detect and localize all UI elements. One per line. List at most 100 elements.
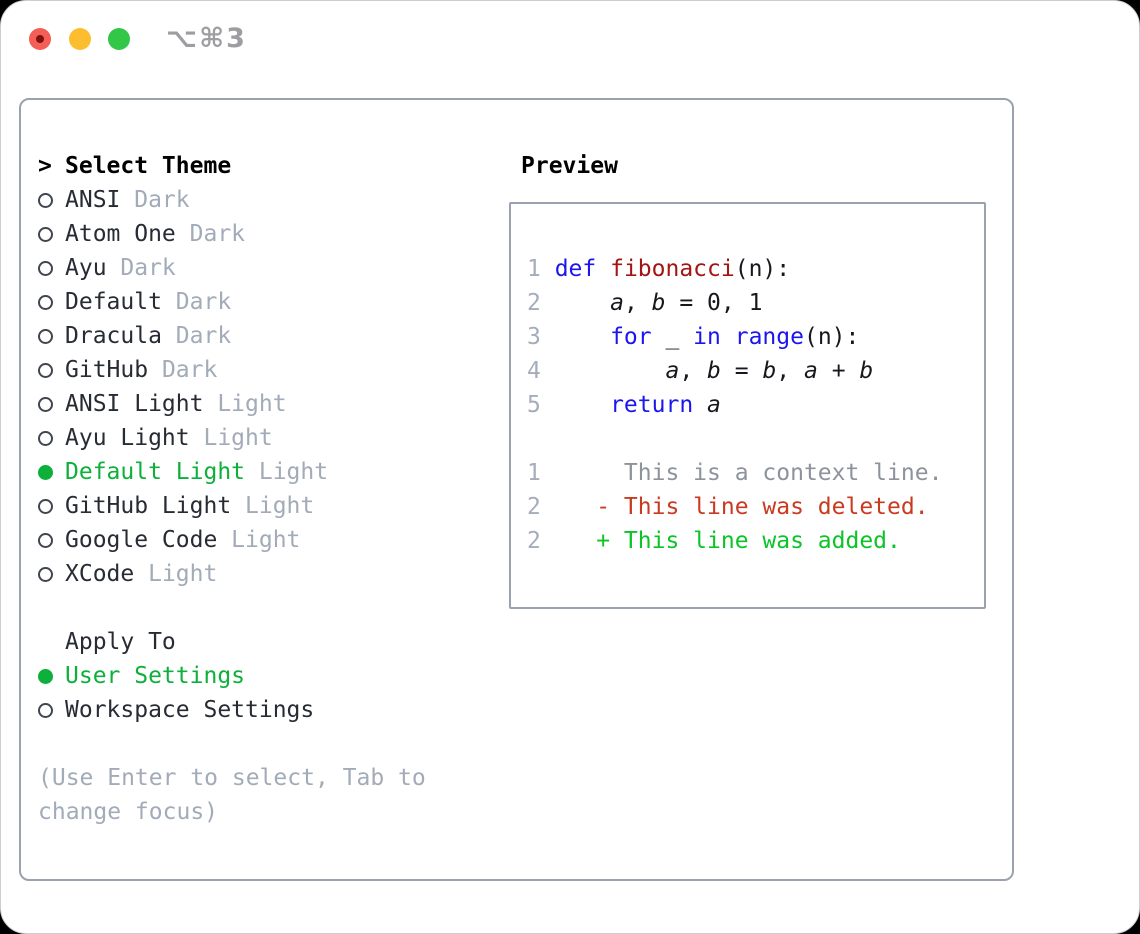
theme-variant: Dark: [189, 221, 246, 247]
theme-variant: Light: [217, 391, 287, 417]
theme-variant: Dark: [175, 323, 232, 349]
code-text: for _ in range(n):: [610, 324, 860, 350]
preview-line: 1 This is a context line.: [527, 456, 976, 490]
preview-line: 5 return a: [527, 388, 976, 422]
theme-option[interactable]: Default Light Light: [38, 455, 483, 489]
apply-to-option[interactable]: User Settings: [38, 659, 483, 693]
line-number: 2: [527, 528, 541, 554]
apply-to-header: Apply To: [65, 629, 176, 655]
theme-name: GitHub Light: [65, 493, 232, 519]
theme-option[interactable]: Google Code Light: [38, 523, 483, 557]
minimize-button[interactable]: [69, 28, 91, 50]
preview-line: 2 a, b = 0, 1: [527, 286, 976, 320]
section-gap: [38, 591, 483, 625]
radio-icon: [38, 532, 65, 548]
line-number: 2: [527, 290, 541, 316]
apply-to-label: User Settings: [65, 663, 246, 689]
radio-icon: [38, 328, 65, 344]
radio-icon: [38, 464, 65, 480]
code-text: def fibonacci(n):: [554, 256, 791, 282]
code-text: + This line was added.: [554, 528, 901, 554]
radio-icon: [38, 498, 65, 514]
theme-name: Dracula: [65, 323, 162, 349]
theme-name: Google Code: [65, 527, 218, 553]
code-text: This is a context line.: [554, 460, 943, 486]
theme-variant: Dark: [175, 289, 232, 315]
radio-icon: [38, 430, 65, 446]
theme-name: Atom One: [65, 221, 176, 247]
theme-name: Default: [65, 289, 162, 315]
preview-line: 3 for _ in range(n):: [527, 320, 976, 354]
select-theme-header-row: > Select Theme: [38, 149, 483, 183]
theme-variant: Light: [245, 493, 315, 519]
section-gap: [38, 727, 483, 761]
theme-name: ANSI Light: [65, 391, 204, 417]
line-number: 1: [527, 460, 541, 486]
theme-option[interactable]: GitHub Light Light: [38, 489, 483, 523]
radio-icon: [38, 192, 65, 208]
theme-option[interactable]: ANSI Dark: [38, 183, 483, 217]
radio-icon: [38, 668, 65, 684]
code-text: a, b = b, a + b: [665, 358, 874, 384]
close-dot-icon: [36, 35, 44, 43]
theme-option[interactable]: Atom One Dark: [38, 217, 483, 251]
radio-icon: [38, 260, 65, 276]
line-number: 5: [527, 392, 541, 418]
radio-icon: [38, 294, 65, 310]
line-number: [527, 422, 541, 456]
select-theme-header: Select Theme: [65, 153, 232, 179]
focus-chevron-icon: >: [38, 153, 52, 179]
preview-line: 2 - This line was deleted.: [527, 490, 976, 524]
preview-line: 1 def fibonacci(n):: [527, 252, 976, 286]
theme-variant: Dark: [134, 187, 190, 213]
radio-icon: [38, 362, 65, 378]
line-number: 1: [527, 256, 541, 282]
apply-to-label: Workspace Settings: [65, 697, 315, 723]
theme-option[interactable]: XCode Light: [38, 557, 483, 591]
theme-name: ANSI: [65, 187, 121, 213]
radio-icon: [38, 396, 65, 412]
preview-header: Preview: [521, 153, 618, 179]
theme-variant: Light: [148, 561, 218, 587]
close-button[interactable]: [29, 28, 51, 50]
code-text: return a: [610, 392, 721, 418]
theme-option[interactable]: Dracula Dark: [38, 319, 483, 353]
theme-variant: Light: [203, 425, 273, 451]
window-title: ⌥⌘3: [166, 23, 247, 54]
theme-variant: Light: [231, 527, 301, 553]
theme-name: Default Light: [65, 459, 246, 485]
radio-icon: [38, 566, 65, 582]
code-text: - This line was deleted.: [554, 494, 929, 520]
radio-icon: [38, 702, 65, 718]
line-number: 3: [527, 324, 541, 350]
theme-variant: Dark: [120, 255, 176, 281]
preview-line: 2 + This line was added.: [527, 524, 976, 558]
line-number: 4: [527, 358, 541, 384]
preview-line: [527, 422, 976, 456]
theme-variant: Light: [258, 459, 329, 485]
title-bar: ⌥⌘3: [1, 1, 1139, 77]
apply-to-header-row: Apply To: [38, 625, 483, 659]
apply-to-option[interactable]: Workspace Settings: [38, 693, 483, 727]
theme-option[interactable]: ANSI Light Light: [38, 387, 483, 421]
preview-line: 4 a, b = b, a + b: [527, 354, 976, 388]
code-text: a, b = 0, 1: [610, 290, 763, 316]
theme-variant: Dark: [161, 357, 218, 383]
radio-icon: [38, 226, 65, 242]
theme-name: XCode: [65, 561, 135, 587]
line-number: 2: [527, 494, 541, 520]
theme-option[interactable]: Default Dark: [38, 285, 483, 319]
zoom-button[interactable]: [108, 28, 130, 50]
keyboard-hint: (Use Enter to select, Tab to change focu…: [38, 765, 426, 825]
